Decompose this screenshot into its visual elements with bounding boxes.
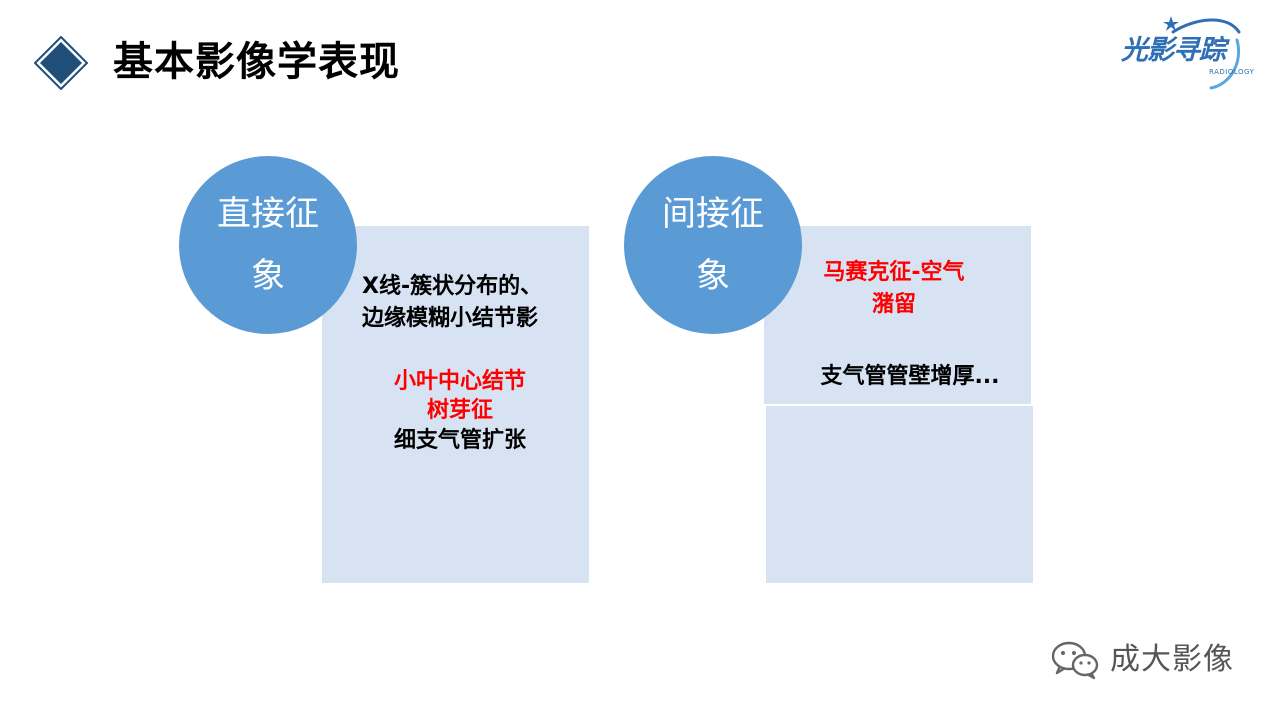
direct-signs-panel [322,226,589,583]
wechat-watermark: 成大影像 [1050,640,1234,680]
watermark-text: 成大影像 [1110,642,1234,677]
direct-signs-heading-line2: 象 [251,256,285,296]
direct-signs-tree-in-bud: 树芽征 [426,398,493,423]
direct-signs-heading-line1: 直接征 [217,194,319,234]
indirect-signs-wall-thickening: 支气管管壁增厚... [820,364,1000,389]
logo-subtext: RADIOLOGY [1209,68,1255,76]
title-diamond-icon [34,36,88,90]
direct-signs-centrilobular-nodule: 小叶中心结节 [393,369,526,394]
indirect-signs-panel-top [764,226,1031,404]
logo-swoosh-icon [1163,16,1241,90]
page-title: 基本影像学表现 [113,39,400,85]
indirect-signs-heading-line2: 象 [696,256,730,296]
brand-logo: 光影寻踪 RADIOLOGY [1115,10,1255,92]
direct-signs-badge: 直接征 象 [179,156,357,334]
direct-signs-xray-line2: 边缘模糊小结节影 [362,306,539,331]
indirect-signs-heading-line1: 间接征 [662,194,764,234]
logo-text: 光影寻踪 [1121,35,1226,66]
indirect-signs-mosaic-line2: 潴留 [871,292,916,317]
indirect-signs-mosaic-line1: 马赛克征-空气 [823,260,965,285]
direct-signs-xray-line1: X线-簇状分布的、 [362,274,543,299]
wechat-icon [1051,641,1099,680]
indirect-signs-badge: 间接征 象 [624,156,802,334]
indirect-signs-panel-bottom [766,406,1033,583]
direct-signs-bronchiolectasis: 细支气管扩张 [393,428,526,453]
